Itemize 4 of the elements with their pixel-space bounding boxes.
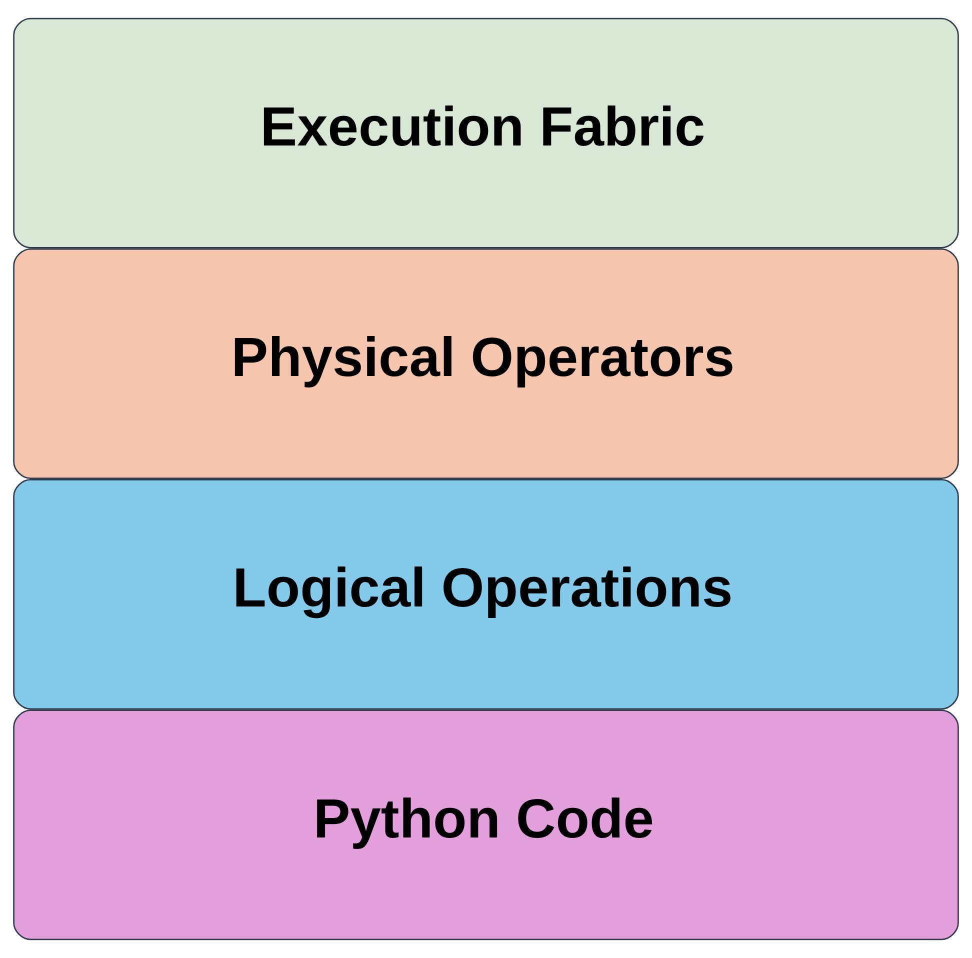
node-box: Logical Operations — [13, 479, 959, 710]
node-box: Python Code — [13, 710, 959, 940]
node-box: Physical Operators — [13, 248, 959, 479]
node-box: Execution Fabric — [13, 18, 959, 248]
